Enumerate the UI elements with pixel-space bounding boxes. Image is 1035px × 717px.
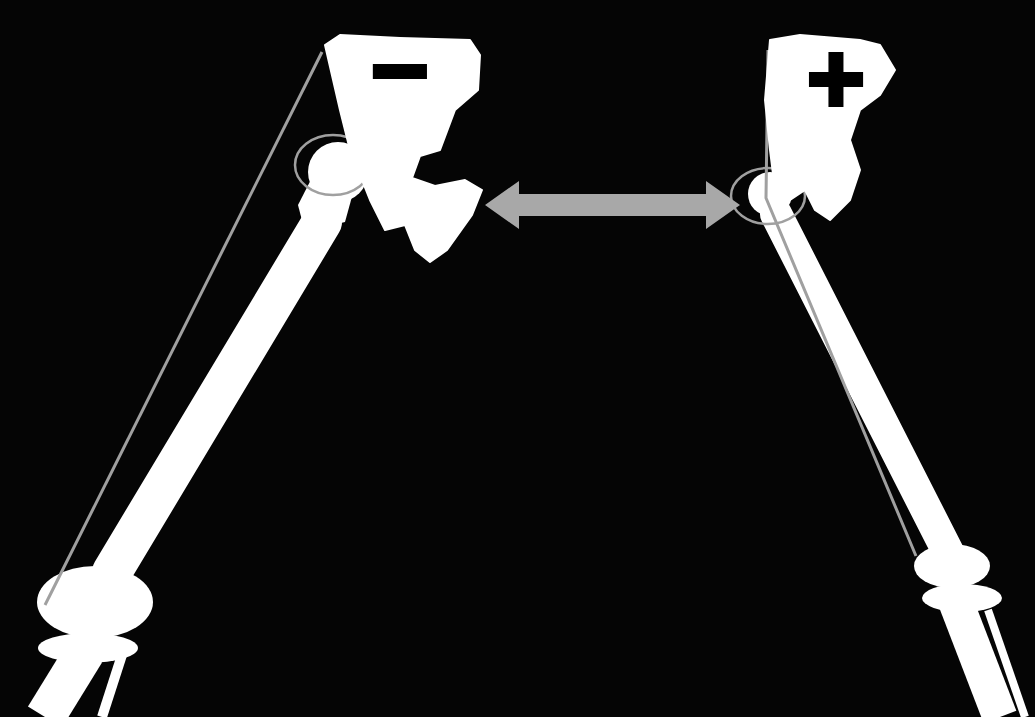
left-pelvis: −	[300, 28, 485, 268]
left-leg	[37, 142, 368, 717]
right-femur-shaft	[776, 214, 948, 552]
left-tibia	[45, 652, 85, 717]
left-femur-shaft	[112, 222, 322, 572]
sign-label: −	[371, 20, 429, 120]
left-fibula	[102, 655, 122, 717]
right-fibula	[988, 610, 1025, 717]
right-pelvis: +	[740, 26, 905, 231]
double-arrow	[485, 181, 740, 229]
sign-label: +	[807, 28, 865, 128]
left-axis-line	[45, 52, 322, 605]
left-knee-condyles	[37, 566, 153, 638]
right-knee-condyles	[914, 544, 990, 588]
